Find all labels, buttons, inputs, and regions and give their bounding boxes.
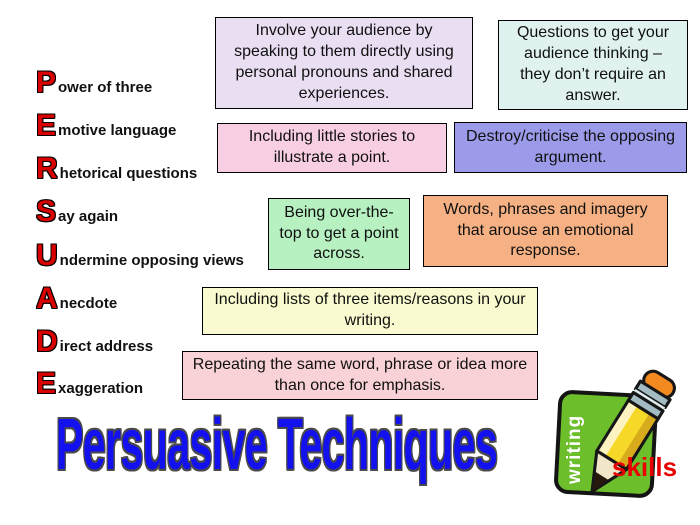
page-title: Persuasive Techniques bbox=[56, 405, 498, 485]
acronym-row-rhetorical-questions: R hetorical questions bbox=[36, 154, 197, 184]
acronym-letter: E bbox=[36, 109, 57, 142]
acronym-row-emotive-language: E motive language bbox=[36, 111, 176, 141]
acronym-label: ay again bbox=[58, 208, 119, 225]
acronym-label: irect address bbox=[59, 338, 154, 355]
acronym-label: motive language bbox=[58, 122, 177, 139]
box-undermine-opposing-views: Destroy/criticise the opposing argument. bbox=[454, 122, 687, 173]
acronym-label: necdote bbox=[59, 295, 118, 312]
acronym-letter: S bbox=[36, 195, 57, 228]
acronym-label: ower of three bbox=[58, 79, 153, 96]
pencil-icon bbox=[590, 369, 676, 494]
acronym-row-anecdote: A necdote bbox=[36, 284, 117, 314]
acronym-letter: R bbox=[36, 152, 58, 185]
box-power-of-three: Including lists of three items/reasons i… bbox=[202, 287, 538, 335]
acronym-letter: D bbox=[36, 325, 58, 358]
acronym-row-undermine-opposing-views: U ndermine opposing views bbox=[36, 241, 244, 271]
acronym-row-exaggeration: E xaggeration bbox=[36, 369, 143, 399]
box-emotive-language: Words, phrases and imagery that arouse a… bbox=[423, 195, 668, 267]
acronym-row-say-again: S ay again bbox=[36, 197, 118, 227]
box-direct-address: Involve your audience by speaking to the… bbox=[215, 17, 473, 109]
box-say-again: Repeating the same word, phrase or idea … bbox=[182, 351, 538, 400]
acronym-letter: A bbox=[36, 282, 58, 315]
writing-skills-logo: writing skills bbox=[548, 369, 700, 524]
acronym-letter: P bbox=[36, 66, 57, 99]
box-exaggeration: Being over-the-top to get a point across… bbox=[268, 198, 410, 270]
acronym-row-power-of-three: P ower of three bbox=[36, 68, 152, 98]
acronym-label: ndermine opposing views bbox=[59, 252, 244, 269]
acronym-letter: E bbox=[36, 367, 57, 400]
acronym-label: hetorical questions bbox=[59, 165, 198, 182]
logo-skills-label: skills bbox=[612, 452, 678, 482]
acronym-letter: U bbox=[36, 239, 58, 272]
box-rhetorical-questions: Questions to get your audience thinking … bbox=[498, 20, 688, 110]
acronym-row-direct-address: D irect address bbox=[36, 327, 153, 357]
box-anecdote: Including little stories to illustrate a… bbox=[217, 123, 447, 173]
acronym-label: xaggeration bbox=[58, 380, 144, 397]
